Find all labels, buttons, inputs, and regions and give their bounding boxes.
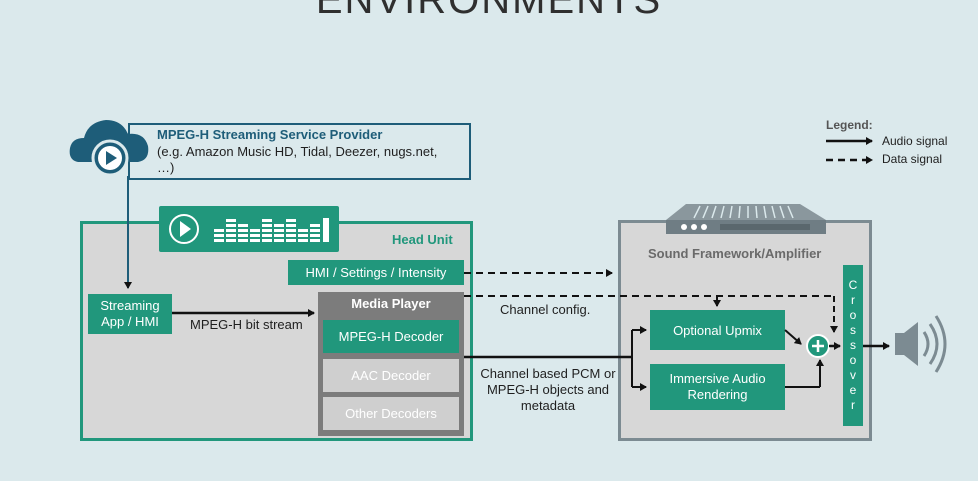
amplifier-icon (666, 204, 826, 234)
legend-audio-label: Audio signal (882, 134, 948, 148)
decoder-label: Other Decoders (345, 406, 437, 421)
page-title: ENVIRONMENTS (315, 0, 663, 22)
bitstream-label: MPEG-H bit stream (190, 317, 303, 332)
decoder-label: AAC Decoder (351, 368, 431, 383)
crossover-letter: s (850, 323, 856, 337)
provider-subtitle: (e.g. Amazon Music HD, Tidal, Deezer, nu… (157, 144, 438, 175)
optional-upmix-box: Optional Upmix (650, 310, 785, 350)
crossover-letter: s (850, 338, 856, 352)
crossover-letter: r (851, 293, 855, 307)
streaming-app-box: Streaming App / HMI (88, 294, 172, 334)
aac-decoder-box: AAC Decoder (323, 359, 459, 392)
decoder-label: MPEG-H Decoder (338, 329, 444, 344)
crossover-letter: r (851, 398, 855, 412)
crossover-box: C r o s s o v e r (843, 265, 863, 426)
cloud-play-icon (69, 120, 149, 177)
other-decoders-box: Other Decoders (323, 397, 459, 430)
equalizer-icon (169, 214, 329, 244)
crossover-letter: C (848, 278, 858, 292)
media-player-label: Media Player (351, 296, 431, 311)
mpeg-h-decoder-box: MPEG-H Decoder (323, 320, 459, 353)
head-unit-label: Head Unit (392, 232, 453, 247)
hmi-settings-box: HMI / Settings / Intensity (288, 260, 464, 285)
crossover-letter: o (849, 308, 857, 322)
provider-title: MPEG-H Streaming Service Provider (157, 127, 383, 142)
crossover-letter: e (849, 383, 857, 397)
immersive-rendering-box: Immersive Audio Rendering (650, 364, 785, 410)
legend-data-label: Data signal (882, 152, 943, 166)
sound-framework-label: Sound Framework/Amplifier (648, 246, 822, 261)
legend-title: Legend: (826, 118, 873, 132)
channel-config-label: Channel config. (500, 302, 591, 317)
hmi-settings-label: HMI / Settings / Intensity (305, 265, 447, 280)
pcm-label: Channel based PCM or MPEG-H objects and … (480, 366, 616, 413)
immersive-label: Immersive Audio Rendering (669, 371, 766, 402)
crossover-letter: o (849, 353, 857, 367)
crossover-letter: v (850, 368, 856, 382)
upmix-label: Optional Upmix (673, 322, 762, 338)
provider-box (128, 123, 471, 180)
streaming-app-label: Streaming App / HMI (100, 298, 160, 329)
sum-node-icon (806, 334, 830, 358)
speaker-icon (895, 315, 947, 373)
